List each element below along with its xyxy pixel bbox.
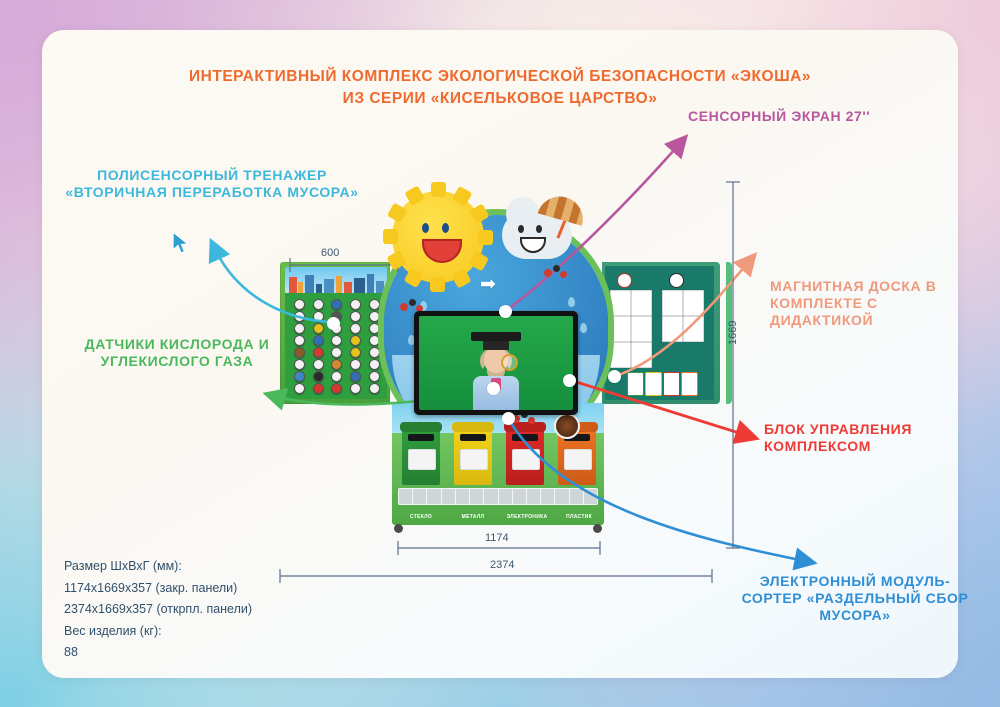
mini-bin-metal[interactable] [645,372,662,396]
magnet-card[interactable] [610,316,631,342]
left-panel-polysensory[interactable] [280,262,390,404]
specs-weight-value: 88 [64,645,78,659]
magnet-card[interactable] [683,316,704,342]
flow-arrow-right-icon: ➡ [480,274,496,295]
arrow-control [569,378,761,445]
hotspot-control[interactable] [563,374,576,387]
left-panel-inner [285,267,387,399]
arrow-touchscreen [505,134,689,313]
screen-content [419,316,573,410]
page-title: ИНТЕРАКТИВНЫЙ КОМПЛЕКС ЭКОЛОГИЧЕСКОЙ БЕЗ… [0,66,1000,111]
magnet-card[interactable] [662,290,683,316]
bin-metal[interactable] [452,422,494,485]
title-line-1: ИНТЕРАКТИВНЫЙ КОМПЛЕКС ЭКОЛОГИЧЕСКОЙ БЕЗ… [189,68,811,85]
callout-sorter: ЭЛЕКТРОННЫЙ МОДУЛЬ-СОРТЕР «РАЗДЕЛЬНЫЙ СБ… [741,573,969,624]
arrow-polysensory [208,237,332,324]
right-panel-inner [605,266,714,400]
right-panel-magnetic-board[interactable] [602,262,720,404]
callout-sensors: ДАТЧИКИ КИСЛОРОДА И УГЛЕКИСЛОГО ГАЗА [84,336,270,370]
dimension-label-1174: 1174 [485,532,509,544]
dimension-600 [289,258,399,272]
mini-bin-glass[interactable] [627,372,644,396]
hotspot-sensors[interactable] [487,382,500,395]
right-panel-edge [726,262,732,404]
sun-character-icon [383,182,493,292]
arrow-magnetic [615,252,758,378]
dimension-label-600: 600 [321,247,340,259]
hotspot-polysensory[interactable] [327,317,340,330]
title-line-2: ИЗ СЕРИИ «КИСЕЛЬКОВОЕ ЦАРСТВО» [342,90,658,108]
professor-character-icon [467,332,525,410]
specs-weight-label: Вес изделия (кг): [64,623,162,638]
bin-plastic[interactable] [556,422,598,485]
magnet-card[interactable] [683,290,704,316]
sensor-dot-grid[interactable] [289,297,385,395]
callout-touchscreen: СЕНСОРНЫЙ ЭКРАН 27'' [688,108,871,124]
arrow-sorter [506,417,818,571]
bin-label-plastic: ПЛАСТИК [566,514,592,520]
callout-control: БЛОК УПРАВЛЕНИЯ КОМПЛЕКСОМ [764,421,913,455]
hotspot-sorter[interactable] [502,412,515,425]
magnet-card[interactable] [631,316,652,342]
control-dial[interactable] [554,413,580,439]
device-legs [394,523,602,533]
specifications-block: Размер ШхВхГ (мм): 1174x1669x357 (закр. … [64,556,252,664]
dimension-label-1669: 1669 [727,320,739,345]
callout-polysensory: ПОЛИСЕНСОРНЫЙ ТРЕНАЖЕР «ВТОРИЧНАЯ ПЕРЕРА… [65,167,359,201]
magnet-card[interactable] [610,290,631,316]
hotspot-touchscreen[interactable] [499,305,512,318]
forbidden-badge-icon [617,273,632,288]
hotspot-magnetic[interactable] [608,370,621,383]
mouse-cursor-icon [172,231,190,254]
dimension-label-2374: 2374 [490,559,515,571]
dimension-2374 [279,569,713,583]
bin-label-glass: СТЕКЛО [409,514,433,520]
dimension-1669 [726,181,740,549]
magnet-card[interactable] [631,290,652,316]
dimension-1174 [397,541,601,555]
allowed-badge-icon [669,273,684,288]
specs-size-label: Размер ШхВхГ (мм): [64,559,182,573]
specs-size-closed: 1174x1669x357 (закр. панели) [64,580,238,595]
touchscreen-27in[interactable] [414,311,578,415]
bin-label-metal: МЕТАЛЛ [461,514,485,520]
magnet-card[interactable] [610,342,631,368]
specs-size-open: 2374x1669x357 (открпл. панели) [64,602,253,616]
bin-label-electronics: ЭЛЕКТРОНИКА [506,514,548,520]
mini-bin-plastic[interactable] [681,372,698,396]
bin-glass[interactable] [400,422,442,485]
mini-bin-electronics[interactable] [663,372,680,396]
callout-magnetic: МАГНИТНАЯ ДОСКА В КОМПЛЕКТЕ С ДИДАКТИКОЙ [770,278,937,329]
city-skyline-graphic [285,267,387,293]
